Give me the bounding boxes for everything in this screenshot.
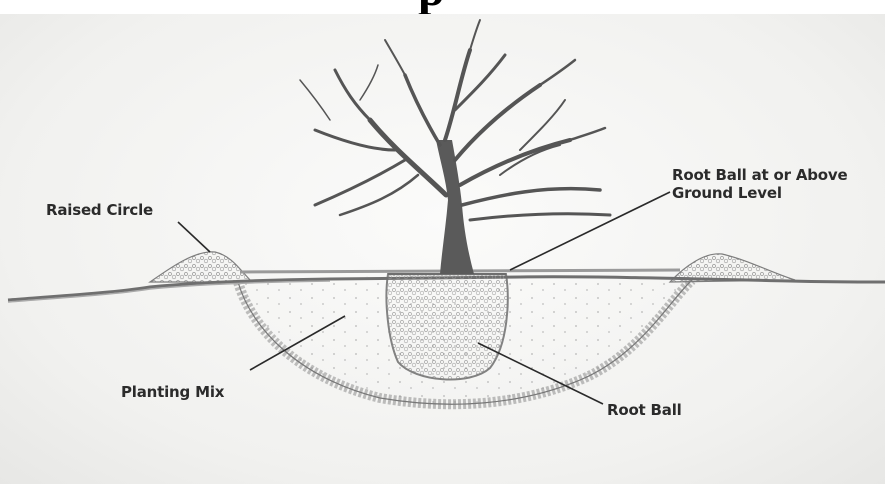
label-root-ball: Root Ball [607,401,682,419]
raised-circle-left [150,252,252,282]
label-root-ball-above-line2: Ground Level [672,184,847,202]
leader-root-ball-above [510,192,670,270]
label-root-ball-above-ground: Root Ball at or Above Ground Level [672,166,847,202]
leader-raised-circle [178,222,210,252]
label-planting-mix: Planting Mix [121,383,224,401]
label-raised-circle: Raised Circle [46,201,153,219]
root-ball [386,274,507,379]
label-root-ball-above-line1: Root Ball at or Above [672,166,847,184]
